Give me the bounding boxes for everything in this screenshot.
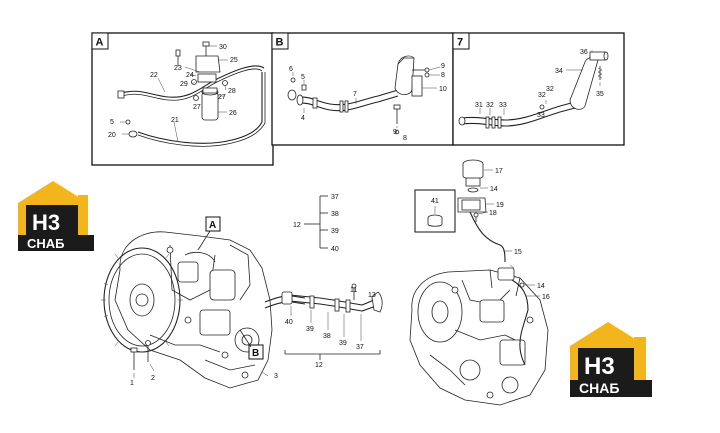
label-a-30: 30 — [219, 44, 227, 51]
transmission-main: A B — [101, 216, 306, 389]
panel-a: A 30 23 — [91, 32, 274, 166]
label-a-22: 22 — [150, 72, 158, 79]
panel-7: 7 36 34 35 31 32 33 32 32 33 — [452, 32, 625, 146]
label-r-15: 15 — [514, 249, 522, 256]
pipe-assembly: 11 13 40 39 38 39 37 12 — [281, 283, 383, 369]
label-a-28: 28 — [228, 88, 236, 95]
logo-left: H3 CHAБ — [18, 181, 94, 251]
label-7-32-b: 32 — [538, 92, 546, 99]
logo-right-line1: H3 — [584, 353, 615, 380]
label-pipe-37: 37 — [356, 344, 364, 351]
label-b-8-lower: 8 — [403, 135, 407, 142]
label-main-3: 3 — [274, 373, 278, 380]
label-group-39: 39 — [331, 228, 339, 235]
label-7-32-c: 32 — [546, 86, 554, 93]
label-b-9-lower: 9 — [393, 129, 397, 136]
label-b-8: 8 — [441, 72, 445, 79]
transmission-right — [409, 269, 549, 406]
label-pipe-39-a: 39 — [306, 326, 314, 333]
label-pipe-40: 40 — [285, 319, 293, 326]
label-7-31: 31 — [475, 102, 483, 109]
label-7-32-a: 32 — [486, 102, 494, 109]
label-r-16: 16 — [542, 294, 550, 301]
label-pipe-12: 12 — [315, 362, 323, 369]
label-group-38: 38 — [331, 211, 339, 218]
label-7-35: 35 — [596, 91, 604, 98]
panel-b: B 9 8 6 5 7 10 4 9 — [271, 32, 454, 146]
logo-right: H3 CHAБ — [570, 322, 652, 397]
label-7-33-a: 33 — [499, 102, 507, 109]
label-b-9: 9 — [441, 63, 445, 70]
label-7-33-b: 33 — [537, 112, 545, 119]
label-r-41: 41 — [431, 198, 439, 205]
label-b-5: 5 — [301, 74, 305, 81]
label-a-21: 21 — [171, 117, 179, 124]
label-a-20: 20 — [108, 132, 116, 139]
label-b-10: 10 — [439, 86, 447, 93]
label-a-25: 25 — [230, 57, 238, 64]
label-r-14-top: 14 — [490, 186, 498, 193]
label-r-19: 19 — [496, 202, 504, 209]
label-group-12: 12 — [293, 222, 301, 229]
label-main-2: 2 — [151, 375, 155, 382]
callout-b: B — [252, 348, 259, 359]
callout-a: A — [209, 220, 216, 231]
label-r-14-bottom: 14 — [537, 283, 545, 290]
label-pipe-11: 11 — [350, 287, 357, 294]
label-a-29: 29 — [180, 81, 188, 88]
label-a-23: 23 — [174, 65, 182, 72]
label-main-1: 1 — [130, 380, 134, 387]
logo-left-line1: H3 — [32, 210, 60, 235]
logo-right-line2: CHAБ — [579, 380, 619, 396]
panel-7-letter: 7 — [457, 37, 463, 49]
panel-b-letter: B — [276, 37, 284, 49]
label-b-6: 6 — [289, 66, 293, 73]
label-r-17: 17 — [495, 168, 503, 175]
label-a-24: 24 — [186, 72, 194, 79]
label-group-37: 37 — [331, 194, 339, 201]
label-7-34: 34 — [555, 68, 563, 75]
label-a-5: 5 — [110, 119, 114, 126]
label-b-4: 4 — [301, 115, 305, 122]
label-b-7: 7 — [353, 91, 357, 98]
label-a-27-right: 27 — [218, 94, 226, 101]
label-group-40: 40 — [331, 246, 339, 253]
label-pipe-39-b: 39 — [339, 340, 347, 347]
group-12-legend: 37 38 39 40 12 — [293, 194, 339, 253]
label-a-26: 26 — [229, 110, 237, 117]
panel-a-letter: A — [96, 37, 104, 49]
label-a-27-left: 27 — [193, 104, 201, 111]
label-r-18: 18 — [489, 210, 497, 217]
label-pipe-13: 13 — [368, 292, 376, 299]
logo-left-line2: CHAБ — [27, 236, 65, 251]
label-7-36: 36 — [580, 49, 588, 56]
label-pipe-38: 38 — [323, 333, 331, 340]
sensor-assembly: 17 14 41 19 18 15 14 16 — [414, 159, 550, 366]
